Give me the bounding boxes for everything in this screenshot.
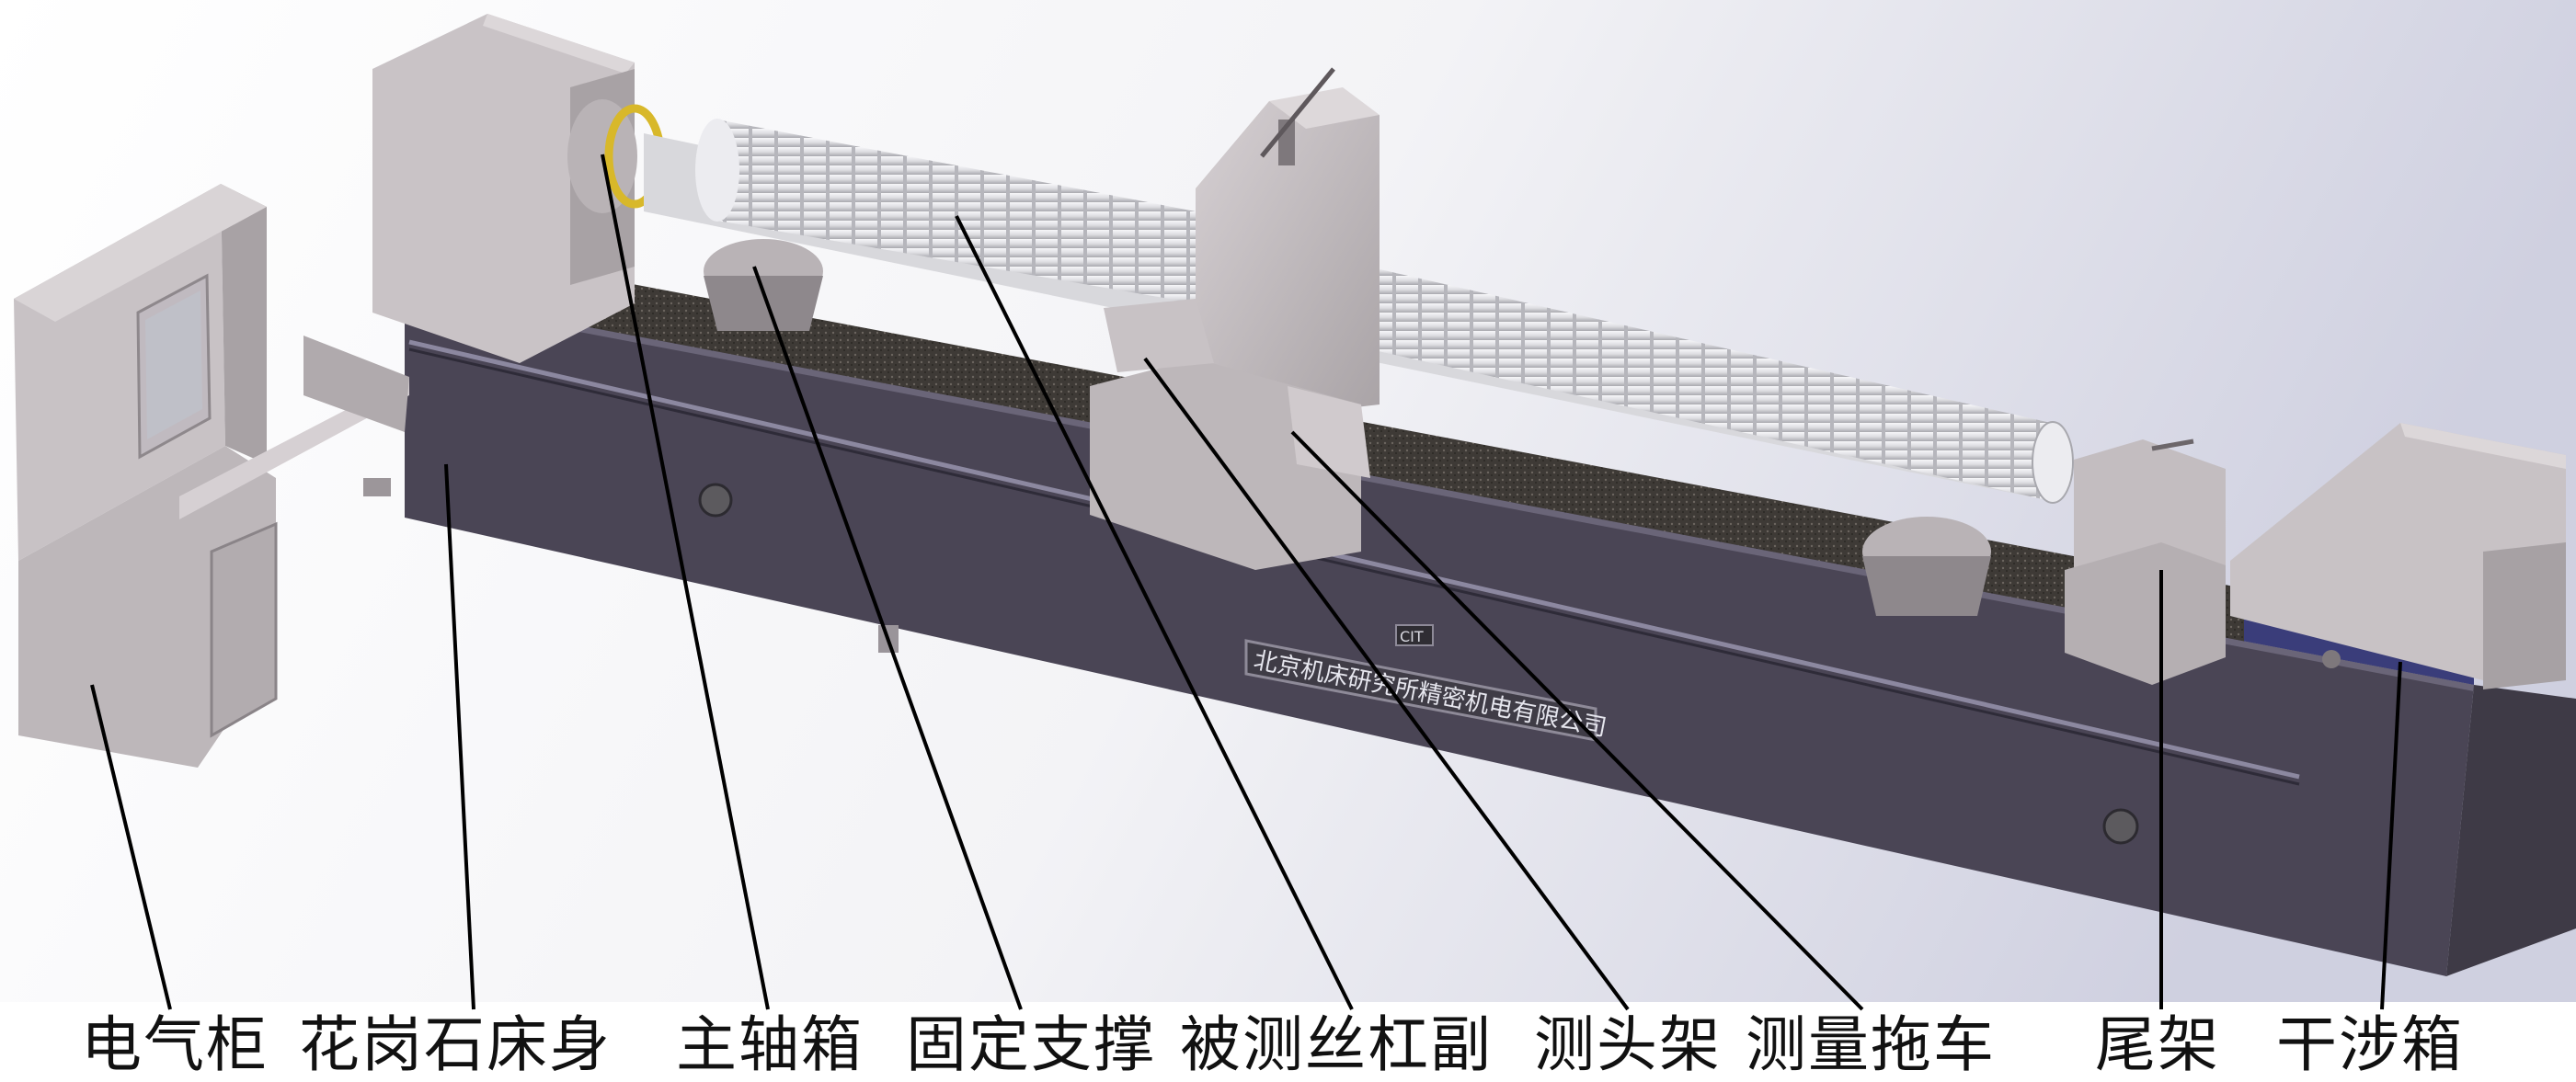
label-interferometer-box: 干涉箱	[2276, 1009, 2464, 1080]
label-fixed-support: 固定支撑	[906, 1009, 1156, 1080]
leader-spindle-box	[601, 154, 770, 1010]
label-electrical-cabinet: 电气柜	[81, 1009, 269, 1080]
label-tested-screw-pair: 被测丝杠副	[1180, 1009, 1493, 1080]
label-tailstock: 尾架	[2095, 1009, 2220, 1080]
label-granite-bed: 花岗石床身	[299, 1009, 612, 1080]
leader-lines	[90, 154, 2402, 1011]
fixed-support-body	[704, 239, 1991, 616]
label-spindle-box: 主轴箱	[676, 1009, 864, 1080]
leader-electrical-cabinet	[90, 684, 172, 1010]
spindle-box-body	[372, 14, 665, 363]
interferometer-box-body	[2230, 423, 2566, 689]
label-measuring-carriage: 测量拖车	[1746, 1009, 1996, 1080]
tailstock-body	[2065, 438, 2226, 685]
model-badge: CIT	[1400, 628, 1424, 645]
leader-fixed-support	[752, 266, 1023, 1010]
label-probe-frame: 测头架	[1534, 1009, 1722, 1080]
leader-probe-frame	[1143, 357, 1630, 1011]
probe-frame-body	[1196, 67, 1380, 418]
leader-tested-screw-pair	[955, 215, 1354, 1010]
leader-granite-bed	[444, 463, 475, 1010]
electrical-cabinet-body	[14, 184, 409, 768]
leader-interferometer-box	[2380, 661, 2402, 1010]
leader-measuring-carriage	[1290, 430, 1864, 1011]
